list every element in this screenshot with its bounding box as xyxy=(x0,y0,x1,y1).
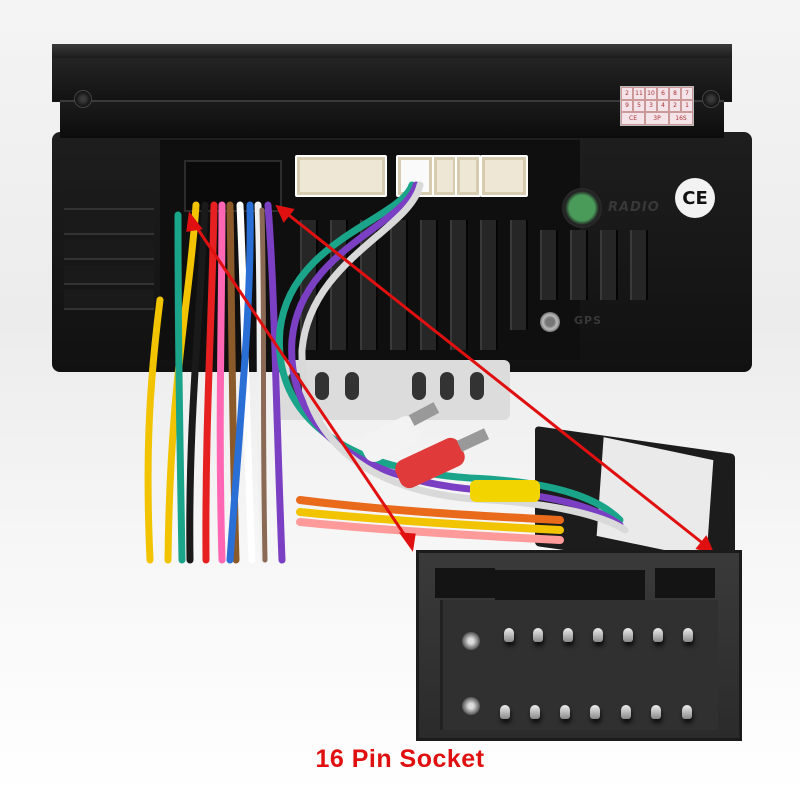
white-connector xyxy=(480,155,528,197)
sticker-cell: 3 xyxy=(645,99,657,113)
heatsink-fin xyxy=(600,230,618,300)
sticker-cell: 3P xyxy=(645,112,669,125)
heatsink-fin xyxy=(64,215,154,235)
socket-pin xyxy=(621,705,631,719)
bracket-slot xyxy=(345,372,359,400)
screw-right xyxy=(702,90,720,108)
heatsink-fin xyxy=(64,190,154,210)
screw-left xyxy=(74,90,92,108)
sticker-cell: CE xyxy=(621,112,645,125)
heatsink-fin xyxy=(64,265,154,285)
socket-notch-right xyxy=(655,568,715,598)
radio-antenna-port xyxy=(562,188,602,228)
socket-pin xyxy=(593,628,603,642)
socket-pin xyxy=(533,628,543,642)
rca-red-plug xyxy=(395,428,490,489)
pointer-arrows xyxy=(186,204,715,555)
socket-notch-left xyxy=(435,568,495,598)
socket-pin xyxy=(653,628,663,642)
heatsink-fin xyxy=(64,240,154,260)
socket-pin xyxy=(563,628,573,642)
radio-label: RADIO xyxy=(608,200,660,215)
heatsink-fin xyxy=(510,220,528,330)
bracket-slot xyxy=(315,372,329,400)
spec-sticker: 2 11 10 6 8 7 9 5 3 4 2 1 CE 3P 16S xyxy=(620,86,694,126)
socket-pin xyxy=(651,705,661,719)
socket-pin xyxy=(500,705,510,719)
bracket-slot xyxy=(412,372,426,400)
sticker-cell: 1 xyxy=(681,99,693,113)
socket-caption: 16 Pin Socket xyxy=(315,745,485,773)
heatsink-fin xyxy=(420,220,438,350)
sticker-cell: 4 xyxy=(657,99,669,113)
heatsink-fin xyxy=(390,220,408,350)
gps-antenna-port xyxy=(540,312,560,332)
rca-white-plug xyxy=(360,402,440,462)
socket-pin xyxy=(530,705,540,719)
sticker-cell: 7 xyxy=(681,87,693,100)
sticker-cell: 9 xyxy=(621,99,633,113)
gps-label: GPS xyxy=(574,314,603,327)
heatsink-fin xyxy=(570,230,588,300)
heatsink-fin xyxy=(540,230,558,300)
socket-pin xyxy=(462,632,480,650)
head-unit-front-plate xyxy=(60,100,724,138)
head-unit-top-rail xyxy=(52,44,732,58)
sticker-cell: 10 xyxy=(645,87,657,100)
socket-pin xyxy=(462,697,480,715)
heatsink-fin xyxy=(450,220,468,350)
sticker-cell: 16S xyxy=(669,112,693,125)
socket-pin xyxy=(504,628,514,642)
bracket-slot xyxy=(470,372,484,400)
sticker-cell: 8 xyxy=(669,87,681,100)
socket-pin xyxy=(683,628,693,642)
white-connector-20pin xyxy=(295,155,387,197)
socket-pin xyxy=(590,705,600,719)
sticker-cell: 6 xyxy=(657,87,669,100)
heatsink-fin xyxy=(480,220,498,350)
sticker-cell: 5 xyxy=(633,99,645,113)
yellow-rca-plug xyxy=(470,480,540,502)
heatsink-fin xyxy=(64,290,154,310)
sticker-cell: 11 xyxy=(633,87,645,100)
sticker-cell: 2 xyxy=(621,87,633,100)
socket-pin xyxy=(560,705,570,719)
socket-pin xyxy=(623,628,633,642)
bracket-slot xyxy=(440,372,454,400)
sticker-cell: 2 xyxy=(669,99,681,113)
socket-pin xyxy=(682,705,692,719)
ce-mark: CE xyxy=(675,178,715,218)
heatsink-fin xyxy=(630,230,648,300)
socket-cavity xyxy=(440,600,718,730)
